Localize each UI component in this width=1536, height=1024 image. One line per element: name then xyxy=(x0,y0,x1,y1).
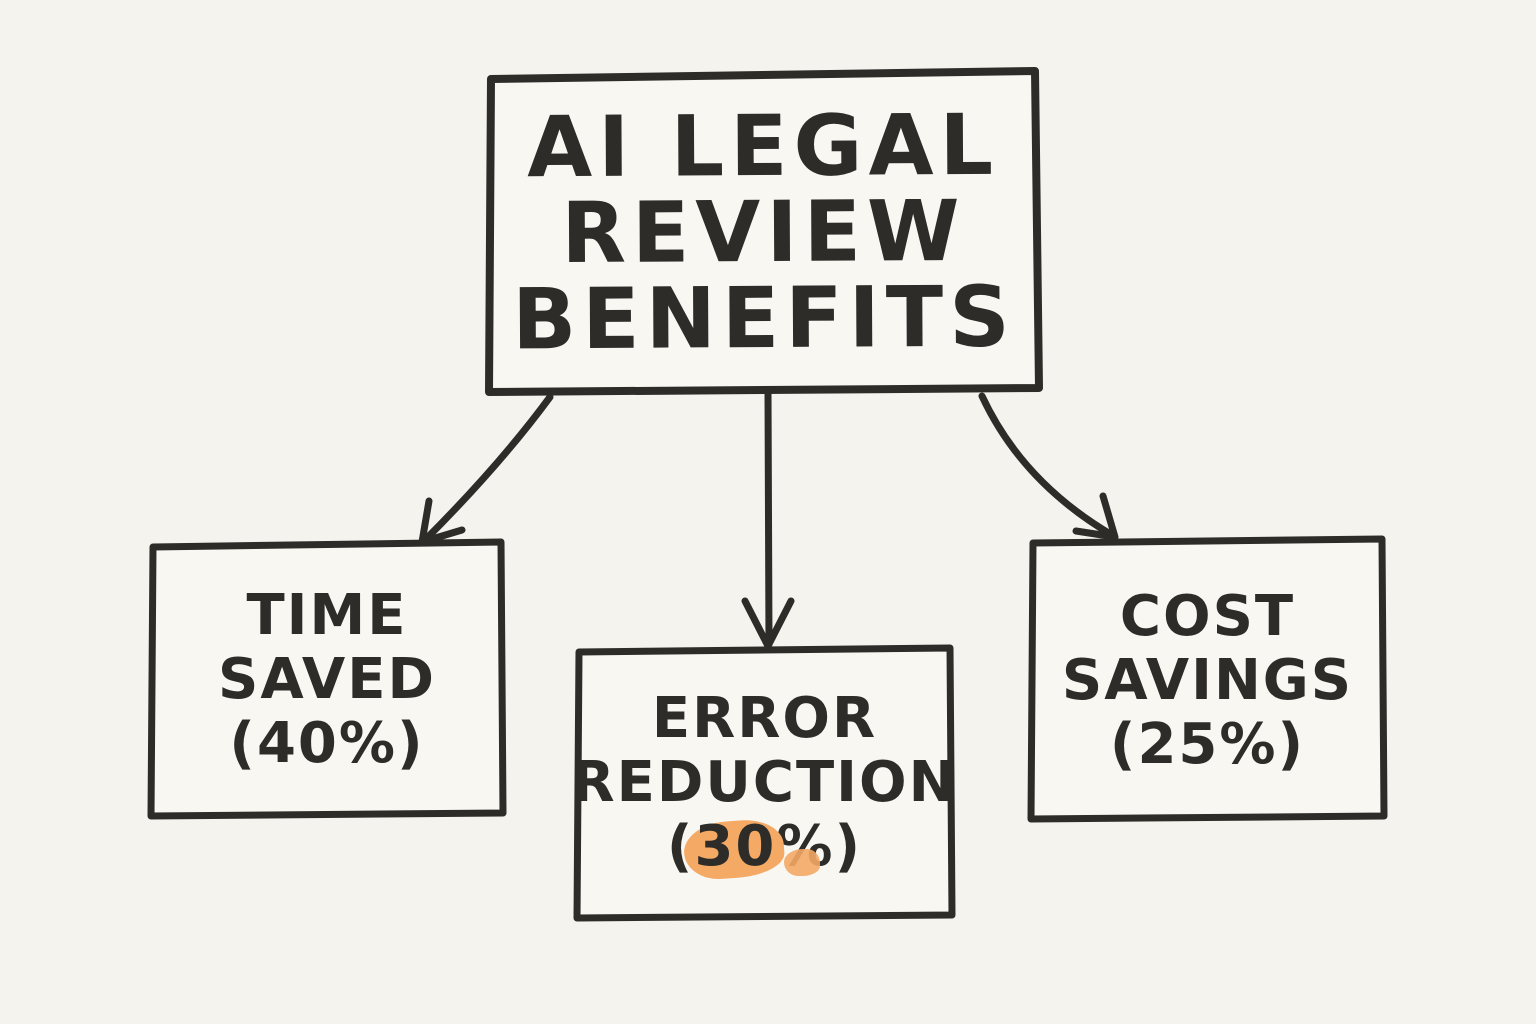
value-number: 40 xyxy=(256,711,339,776)
time-saved-box-outline xyxy=(147,538,507,820)
title-line: REVIEW xyxy=(561,181,966,283)
cost-savings-box-outline xyxy=(1027,535,1388,823)
value-number: 25 xyxy=(1137,711,1220,777)
node-label-line: TIME xyxy=(246,583,408,648)
value-close-paren: %) xyxy=(1219,711,1306,777)
node-label-line: COST xyxy=(1119,583,1296,649)
title-line: AI LEGAL xyxy=(526,95,1000,197)
node-time-saved: TIME SAVED (40%) xyxy=(152,545,502,815)
node-label-line: ERROR xyxy=(651,686,878,751)
node-cost-savings: COST SAVINGS (25%) xyxy=(1032,543,1383,818)
value-close-paren: %) xyxy=(338,711,425,776)
node-label-line: REDUCTION xyxy=(571,750,958,815)
arrow-to-time-saved xyxy=(420,393,554,545)
arrow-to-cost-savings xyxy=(978,392,1116,539)
arrowhead-time-saved xyxy=(418,497,466,546)
title-line: BENEFITS xyxy=(511,267,1016,369)
node-value-line: (40%) xyxy=(229,712,424,776)
node-value-line: (25%) xyxy=(1109,711,1306,777)
arrow-to-error-reduction xyxy=(764,389,773,648)
title-box-outline xyxy=(485,67,1043,396)
node-value-line: (30%) xyxy=(667,815,862,879)
node-title: AI LEGAL REVIEW BENEFITS xyxy=(488,73,1039,392)
error-reduction-box-outline xyxy=(573,644,956,922)
arrowhead-cost-savings xyxy=(1072,492,1119,541)
highlighted-value-number: 30 xyxy=(694,814,777,879)
node-error-reduction: ERROR REDUCTION (30%) xyxy=(572,649,956,917)
node-label-line: SAVED xyxy=(218,647,436,712)
node-label-line: SAVINGS xyxy=(1061,647,1354,713)
value-open-paren: ( xyxy=(229,711,257,776)
arrowhead-error-reduction xyxy=(741,597,795,650)
value-open-paren: ( xyxy=(1109,711,1138,777)
